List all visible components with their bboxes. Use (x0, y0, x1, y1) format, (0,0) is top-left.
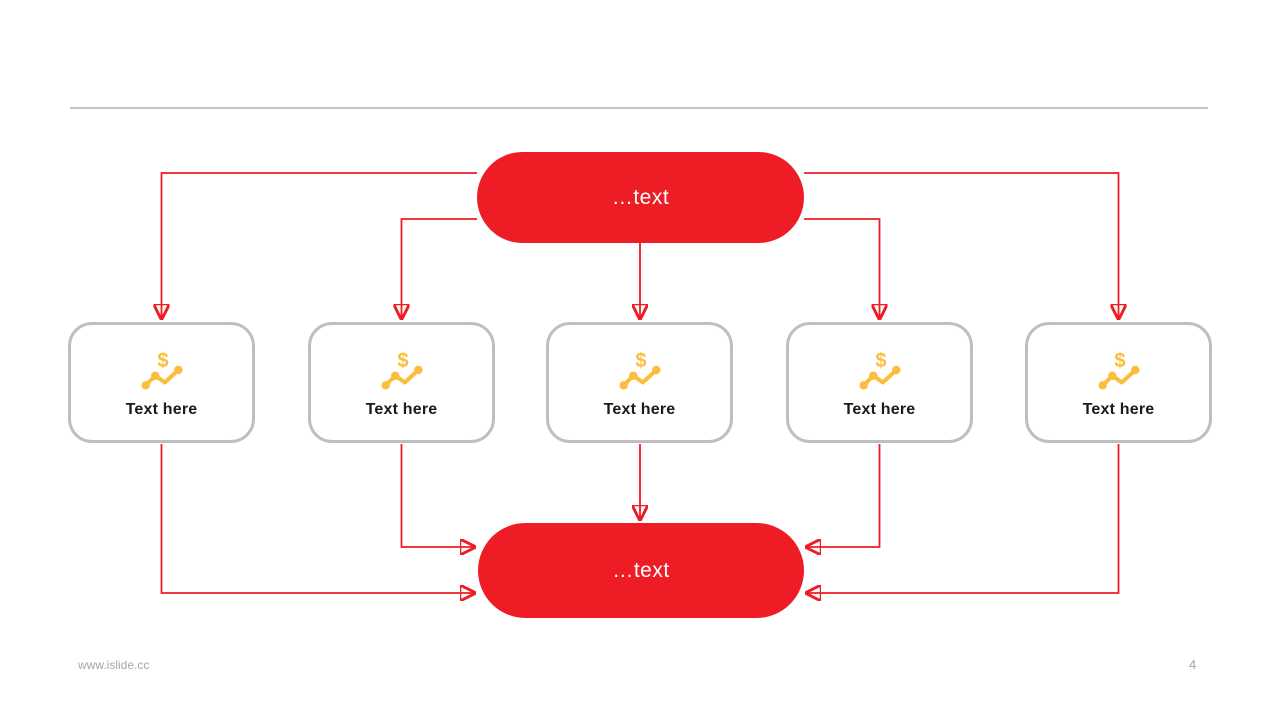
svg-text:$: $ (875, 350, 886, 372)
node-box-label: Text here (125, 400, 198, 418)
dollar-trend-icon: $ (1097, 350, 1140, 390)
node-box-3[interactable]: $ Text here (546, 322, 733, 443)
dollar-trend-icon: $ (140, 350, 183, 390)
page-number: 4 (1189, 657, 1197, 672)
node-box-label: Text here (603, 400, 676, 418)
node-box-1[interactable]: $ Text here (68, 322, 255, 443)
bottom-pill-label: …text (612, 558, 670, 582)
svg-text:$: $ (635, 350, 646, 372)
node-box-4[interactable]: $ Text here (786, 322, 973, 443)
node-box-5[interactable]: $ Text here (1025, 322, 1212, 443)
header-divider-line (70, 107, 1208, 109)
svg-text:$: $ (157, 350, 168, 372)
node-box-label: Text here (1082, 400, 1155, 418)
svg-text:$: $ (397, 350, 408, 372)
node-box-2[interactable]: $ Text here (308, 322, 495, 443)
node-box-label: Text here (843, 400, 916, 418)
node-box-label: Text here (365, 400, 438, 418)
top-pill-node[interactable]: …text (477, 152, 804, 243)
top-pill-label: …text (611, 185, 670, 209)
dollar-trend-icon: $ (380, 350, 423, 390)
dollar-trend-icon: $ (618, 350, 661, 390)
bottom-pill-node[interactable]: …text (478, 523, 804, 618)
footer-url: www.islide.cc (78, 658, 150, 672)
dollar-trend-icon: $ (858, 350, 901, 390)
svg-text:$: $ (1114, 350, 1125, 372)
